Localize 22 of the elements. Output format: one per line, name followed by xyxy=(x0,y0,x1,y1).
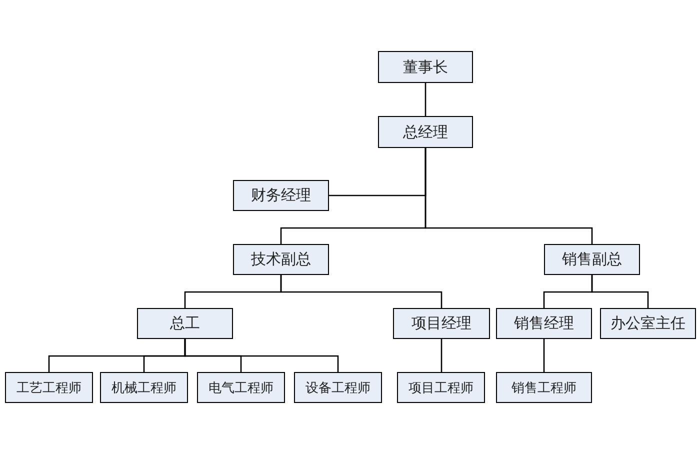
connector-line xyxy=(543,339,545,372)
position-box: 项目经理 xyxy=(393,308,490,339)
position-box: 技术副总 xyxy=(233,244,329,275)
position-box: 办公室主任 xyxy=(600,308,696,339)
position-box: 电气工程师 xyxy=(197,372,285,403)
connector-line xyxy=(591,275,649,308)
connector-line xyxy=(440,339,442,372)
position-box: 销售经理 xyxy=(496,308,592,339)
position-box: 工艺工程师 xyxy=(5,372,93,403)
connector-line xyxy=(280,275,442,308)
connector-line xyxy=(424,83,426,116)
position-box: 财务经理 xyxy=(233,180,329,211)
position-box: 销售副总 xyxy=(544,244,640,275)
position-box: 总工 xyxy=(137,308,233,339)
position-box: 设备工程师 xyxy=(294,372,382,403)
position-box: 机械工程师 xyxy=(100,372,188,403)
position-box: 董事长 xyxy=(378,51,473,83)
connector-line xyxy=(424,148,593,244)
position-box: 项目工程师 xyxy=(397,372,485,403)
position-box: 总经理 xyxy=(378,116,473,148)
connector-line xyxy=(184,339,339,372)
position-box: 销售工程师 xyxy=(496,372,592,403)
